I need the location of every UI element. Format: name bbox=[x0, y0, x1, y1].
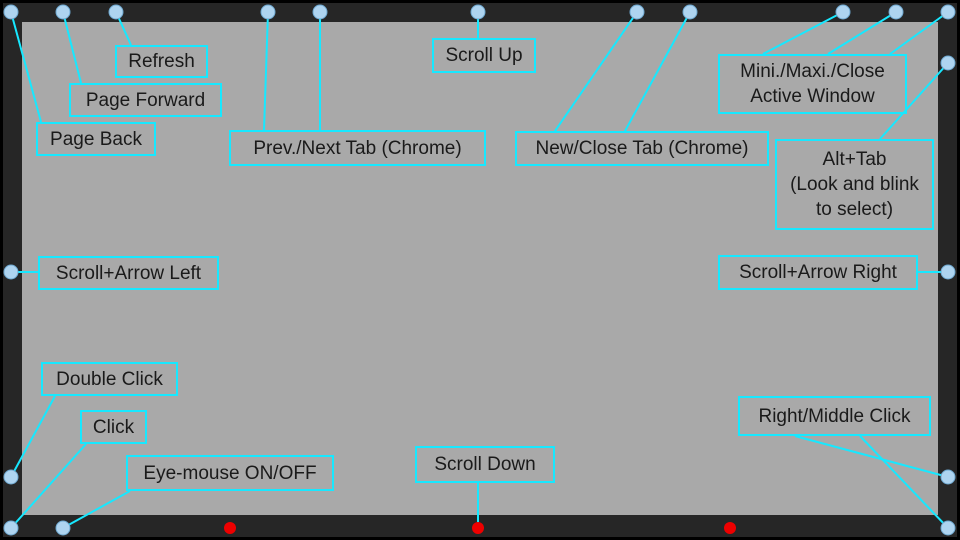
gaze-target-dot-top-page-forward[interactable] bbox=[55, 4, 71, 20]
gaze-target-dot-bottom-left-corner[interactable] bbox=[3, 520, 19, 536]
gaze-target-dot-right-scroll-arrow[interactable] bbox=[940, 264, 956, 280]
callout-label-right-middle-click: Right/Middle Click bbox=[738, 396, 931, 436]
callout-label-page-forward: Page Forward bbox=[69, 83, 222, 117]
gaze-target-dot-top-new-tab[interactable] bbox=[629, 4, 645, 20]
callout-label-prev-next-tab: Prev./Next Tab (Chrome) bbox=[229, 130, 486, 166]
active-target-dot-red-scroll-down[interactable] bbox=[472, 522, 484, 534]
gaze-target-dot-bottom-click[interactable] bbox=[55, 520, 71, 536]
callout-label-double-click: Double Click bbox=[41, 362, 178, 396]
gaze-target-dot-left-double-click[interactable] bbox=[3, 469, 19, 485]
callout-label-scroll-arrow-left: Scroll+Arrow Left bbox=[38, 256, 219, 290]
callout-label-alt-tab: Alt+Tab (Look and blink to select) bbox=[775, 139, 934, 230]
gaze-target-dot-bottom-right-corner[interactable] bbox=[940, 520, 956, 536]
gaze-target-dot-top-right-corner[interactable] bbox=[940, 4, 956, 20]
callout-label-new-close-tab: New/Close Tab (Chrome) bbox=[515, 131, 769, 166]
callout-label-eye-mouse-toggle: Eye-mouse ON/OFF bbox=[126, 455, 334, 491]
callout-label-scroll-arrow-right: Scroll+Arrow Right bbox=[718, 255, 918, 290]
callout-label-refresh: Refresh bbox=[115, 45, 208, 78]
callout-label-click: Click bbox=[80, 410, 147, 444]
gaze-target-dot-top-refresh[interactable] bbox=[108, 4, 124, 20]
gaze-target-dot-top-close-tab[interactable] bbox=[682, 4, 698, 20]
callout-label-scroll-down: Scroll Down bbox=[415, 446, 555, 483]
gaze-target-dot-right-right-click[interactable] bbox=[940, 469, 956, 485]
gaze-target-dot-top-left-corner[interactable] bbox=[3, 4, 19, 20]
callout-label-minmaxclose: Mini./Maxi./Close Active Window bbox=[718, 54, 907, 114]
gaze-target-dot-top-next-tab[interactable] bbox=[312, 4, 328, 20]
gaze-target-dot-top-prev-tab[interactable] bbox=[260, 4, 276, 20]
gaze-target-dot-top-scroll-up[interactable] bbox=[470, 4, 486, 20]
gaze-target-dot-right-alt-tab[interactable] bbox=[940, 55, 956, 71]
gaze-target-dot-left-scroll-arrow[interactable] bbox=[3, 264, 19, 280]
callout-label-scroll-up: Scroll Up bbox=[432, 38, 536, 73]
callout-label-page-back: Page Back bbox=[36, 122, 156, 156]
active-target-dot-red-eye-mouse-toggle[interactable] bbox=[224, 522, 236, 534]
gaze-target-dot-top-maximize[interactable] bbox=[888, 4, 904, 20]
active-target-dot-red-unlabeled[interactable] bbox=[724, 522, 736, 534]
gaze-target-dot-top-minimize[interactable] bbox=[835, 4, 851, 20]
screen-surface bbox=[22, 22, 938, 515]
